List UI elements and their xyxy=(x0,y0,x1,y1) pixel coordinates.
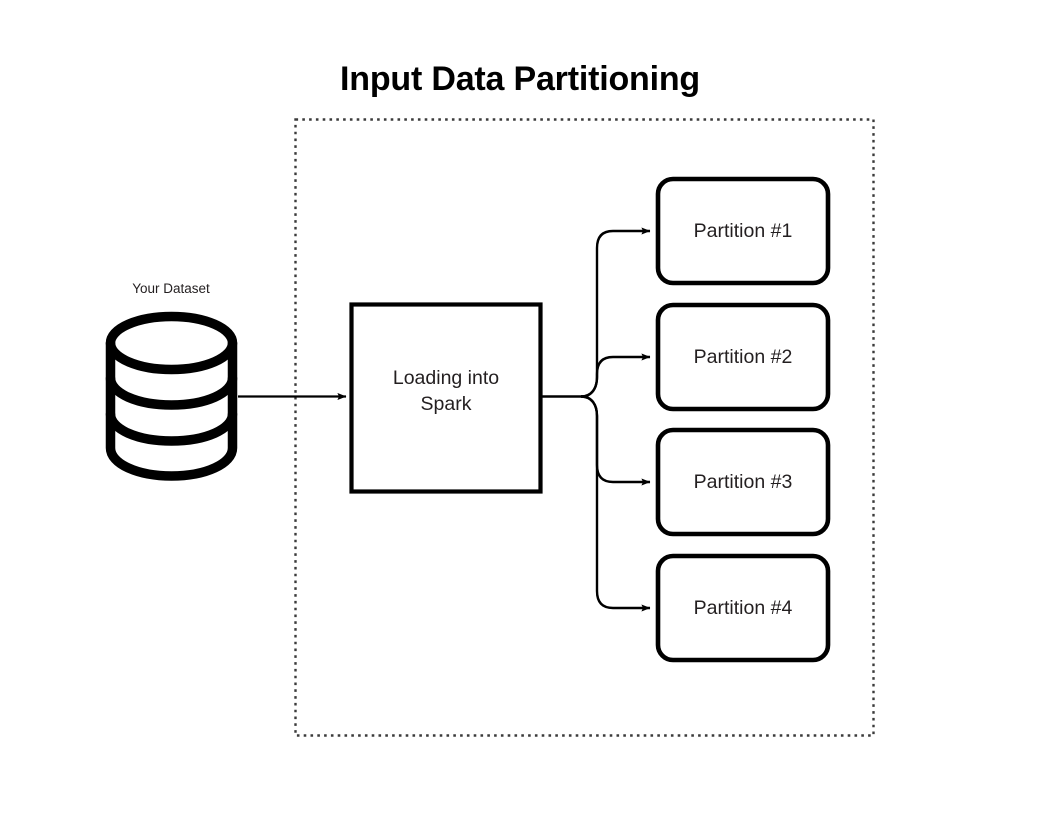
dataset-label: Your Dataset xyxy=(132,281,210,296)
process-label-line-2: Spark xyxy=(420,392,472,415)
database-cylinder-icon xyxy=(105,311,238,481)
partition-node-3 xyxy=(655,427,831,537)
partition-label-3: Partition #3 xyxy=(693,471,793,493)
partition-label-4: Partition #4 xyxy=(693,597,793,619)
partition-label-1: Partition #1 xyxy=(693,220,793,242)
partition-node-4 xyxy=(655,553,831,663)
process-node-loading-into-spark xyxy=(349,302,543,494)
edge-process-to-partition-1 xyxy=(580,227,651,398)
process-label: Loading into Spark xyxy=(352,366,540,417)
page-title: Input Data Partitioning xyxy=(340,60,700,98)
edge-process-to-partition-2 xyxy=(580,353,651,398)
edge-process-to-partition-4 xyxy=(580,395,651,612)
partition-label-2: Partition #2 xyxy=(693,346,793,368)
process-label-line-1: Loading into xyxy=(392,367,500,389)
spark-cluster-boundary xyxy=(294,118,875,737)
partition-node-2 xyxy=(655,302,831,412)
edge-process-to-partition-3 xyxy=(580,395,651,486)
partition-node-1 xyxy=(655,176,831,286)
